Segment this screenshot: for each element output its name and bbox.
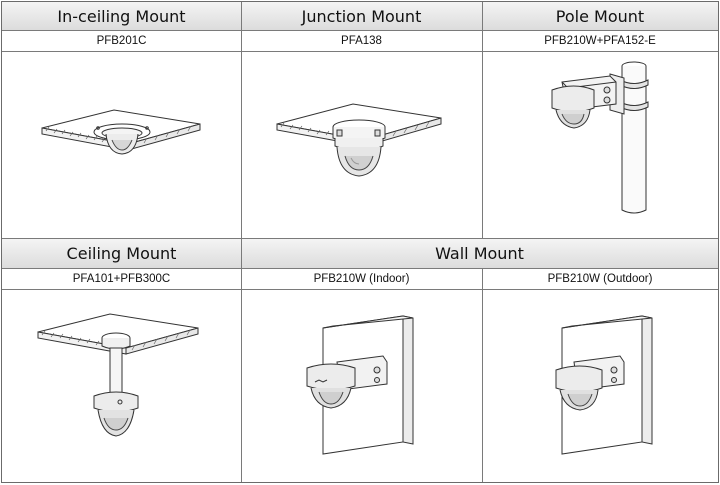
divider	[482, 269, 483, 482]
wall-mount-outdoor-drawing	[482, 290, 718, 482]
junction-mount-drawing	[241, 52, 482, 238]
junction-mount-image	[241, 52, 482, 238]
ceiling-mount-image	[2, 290, 241, 482]
ceiling-mount-drawing	[2, 290, 241, 482]
header-pole-mount: Pole Mount	[482, 2, 718, 31]
model-pfb201c: PFB201C	[2, 31, 241, 52]
in-ceiling-mount-drawing	[2, 52, 241, 238]
model-pfa101-pfb300c: PFA101+PFB300C	[2, 269, 241, 290]
header-ceiling-mount: Ceiling Mount	[2, 238, 241, 269]
header-wall-mount: Wall Mount	[241, 238, 718, 269]
pole-mount-image	[482, 52, 718, 238]
wall-mount-indoor-image	[241, 290, 482, 482]
in-ceiling-mount-image	[2, 52, 241, 238]
wall-mount-outdoor-image	[482, 290, 718, 482]
header-in-ceiling-mount: In-ceiling Mount	[2, 2, 241, 31]
wall-mount-indoor-drawing	[241, 290, 482, 482]
header-junction-mount: Junction Mount	[241, 2, 482, 31]
model-pfb210w-indoor: PFB210W (Indoor)	[241, 269, 482, 290]
model-pfb210w-outdoor: PFB210W (Outdoor)	[482, 269, 718, 290]
pole-mount-drawing	[482, 52, 718, 238]
divider	[241, 2, 242, 238]
model-pfa138: PFA138	[241, 31, 482, 52]
model-pfb210w-pfa152e: PFB210W+PFA152-E	[482, 31, 718, 52]
divider	[482, 2, 483, 238]
divider	[241, 238, 242, 482]
